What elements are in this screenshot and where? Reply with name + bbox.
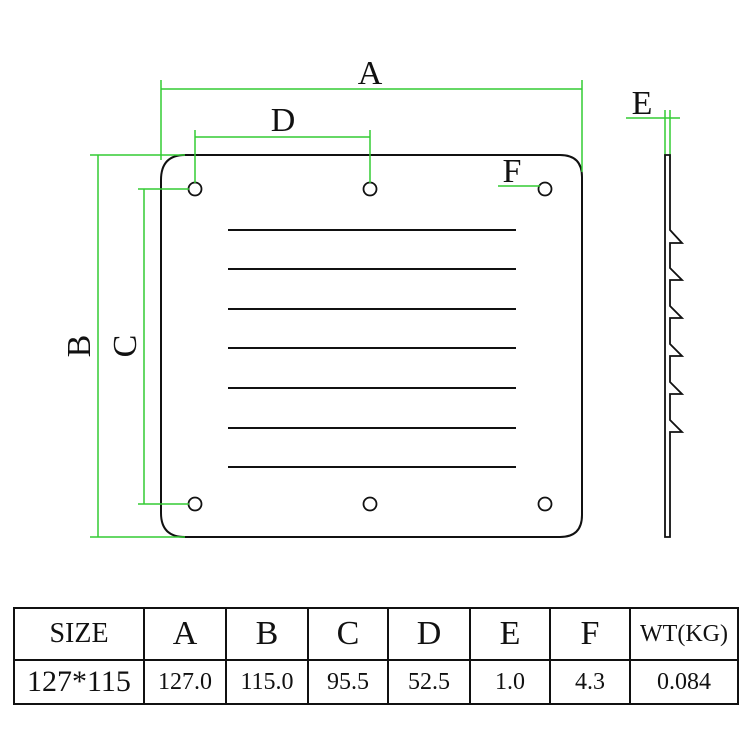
dimension-d [194, 130, 371, 183]
header-weight: WT(KG) [629, 607, 739, 661]
header-size: SIZE [13, 607, 145, 661]
plate-outline [160, 154, 583, 538]
value-c: 95.5 [307, 659, 389, 705]
mounting-hole-top-middle [362, 181, 378, 197]
value-a: 127.0 [143, 659, 227, 705]
label-b: B [61, 335, 98, 358]
dimension-b [90, 154, 185, 538]
label-f: F [503, 153, 522, 190]
value-weight: 0.084 [629, 659, 739, 705]
value-b: 115.0 [225, 659, 309, 705]
spec-table: SIZE A B C D E F WT(KG) 127*115 127.0 11… [13, 607, 739, 705]
header-e: E [469, 607, 551, 661]
value-f: 4.3 [549, 659, 631, 705]
header-b: B [225, 607, 309, 661]
label-c: C [107, 335, 144, 358]
header-d: D [387, 607, 471, 661]
header-c: C [307, 607, 389, 661]
dimension-a [160, 80, 583, 172]
side-profile-view [664, 154, 685, 538]
mounting-hole-bottom-right [537, 496, 553, 512]
dimension-c [138, 188, 189, 505]
header-f: F [549, 607, 631, 661]
spec-table-value-row: 127*115 127.0 115.0 95.5 52.5 1.0 4.3 0.… [13, 659, 739, 705]
header-a: A [143, 607, 227, 661]
dimension-e [626, 110, 680, 160]
mounting-hole-top-right [537, 181, 553, 197]
mounting-hole-top-left [187, 181, 203, 197]
mounting-hole-bottom-left [187, 496, 203, 512]
value-d: 52.5 [387, 659, 471, 705]
mounting-hole-bottom-middle [362, 496, 378, 512]
value-size: 127*115 [13, 659, 145, 705]
label-d: D [271, 102, 296, 139]
label-a: A [358, 55, 383, 92]
side-profile-outline [664, 154, 685, 538]
louver-slots [228, 229, 516, 468]
spec-table-header-row: SIZE A B C D E F WT(KG) [13, 607, 739, 661]
label-e: E [632, 85, 653, 122]
value-e: 1.0 [469, 659, 551, 705]
vent-plate-drawing: A D F E B C [61, 55, 685, 538]
